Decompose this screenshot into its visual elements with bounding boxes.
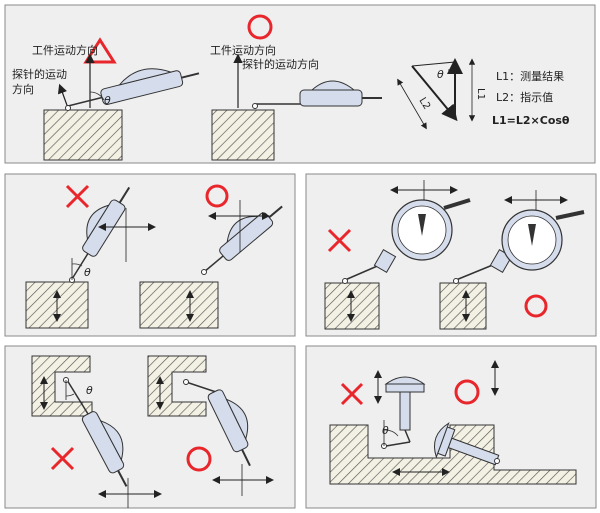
circle-ok-mark (454, 379, 480, 405)
workpiece-block (43, 109, 123, 161)
formula: L1=L2×Cosθ (492, 114, 570, 127)
legend-l2: L2：指示值 (496, 90, 553, 104)
panel-tilted-lever: θ (4, 173, 296, 337)
lever-indicator (67, 68, 200, 107)
vector-theta: θ (437, 68, 444, 81)
example-triangle: 工件运动方向 探针的运动 方向 θ (12, 37, 200, 161)
workpiece-block (439, 282, 487, 330)
workpiece-direction-label: 工件运动方向 (32, 43, 98, 57)
label-l1: L1 (475, 88, 486, 100)
theta-label-2: θ (84, 266, 91, 279)
workpiece-step (329, 424, 577, 485)
theta-label-5: θ (382, 424, 389, 437)
legend-l1: L1：测量结果 (496, 70, 564, 83)
cross-ng-mark (327, 228, 352, 253)
workpiece-block (211, 109, 275, 161)
workpiece-direction-label: 工件运动方向 (210, 43, 276, 57)
circle-ok-mark (247, 14, 273, 40)
theta-label-1: θ (104, 94, 111, 107)
panel-angle-explanation: 工件运动方向 探针的运动 方向 θ 工件运动方向 探针的运动方向 (4, 4, 596, 164)
cross-ng-mark (65, 184, 90, 209)
theta-label-4: θ (86, 384, 93, 397)
panel-dial-indicator (305, 173, 597, 337)
workpiece-block (324, 282, 380, 330)
cross-ng-mark (50, 446, 75, 471)
probe-direction-arrow (57, 83, 69, 109)
panel-groove-lever: θ (4, 345, 296, 509)
cross-ng-mark (340, 382, 364, 406)
circle-ok-mark (186, 446, 212, 472)
example-circle: 工件运动方向 探针的运动方向 (210, 14, 382, 161)
workpiece-block (139, 281, 219, 329)
circle-ok-mark (205, 184, 229, 208)
label-l2: L2 (416, 96, 432, 112)
circle-ok-mark (524, 294, 548, 318)
vector-triangle: θ L2 L1 L1：测量结果 L2：指示值 L1=L2×Cosθ (397, 58, 570, 130)
triangle-mark (83, 37, 117, 64)
panel-plunger-indicator: θ (305, 345, 597, 509)
probe-direction-label: 探针的运动方向 (242, 57, 319, 71)
probe-direction-label-2: 方向 (12, 82, 34, 96)
probe-direction-label-1: 探针的运动 (12, 67, 67, 81)
